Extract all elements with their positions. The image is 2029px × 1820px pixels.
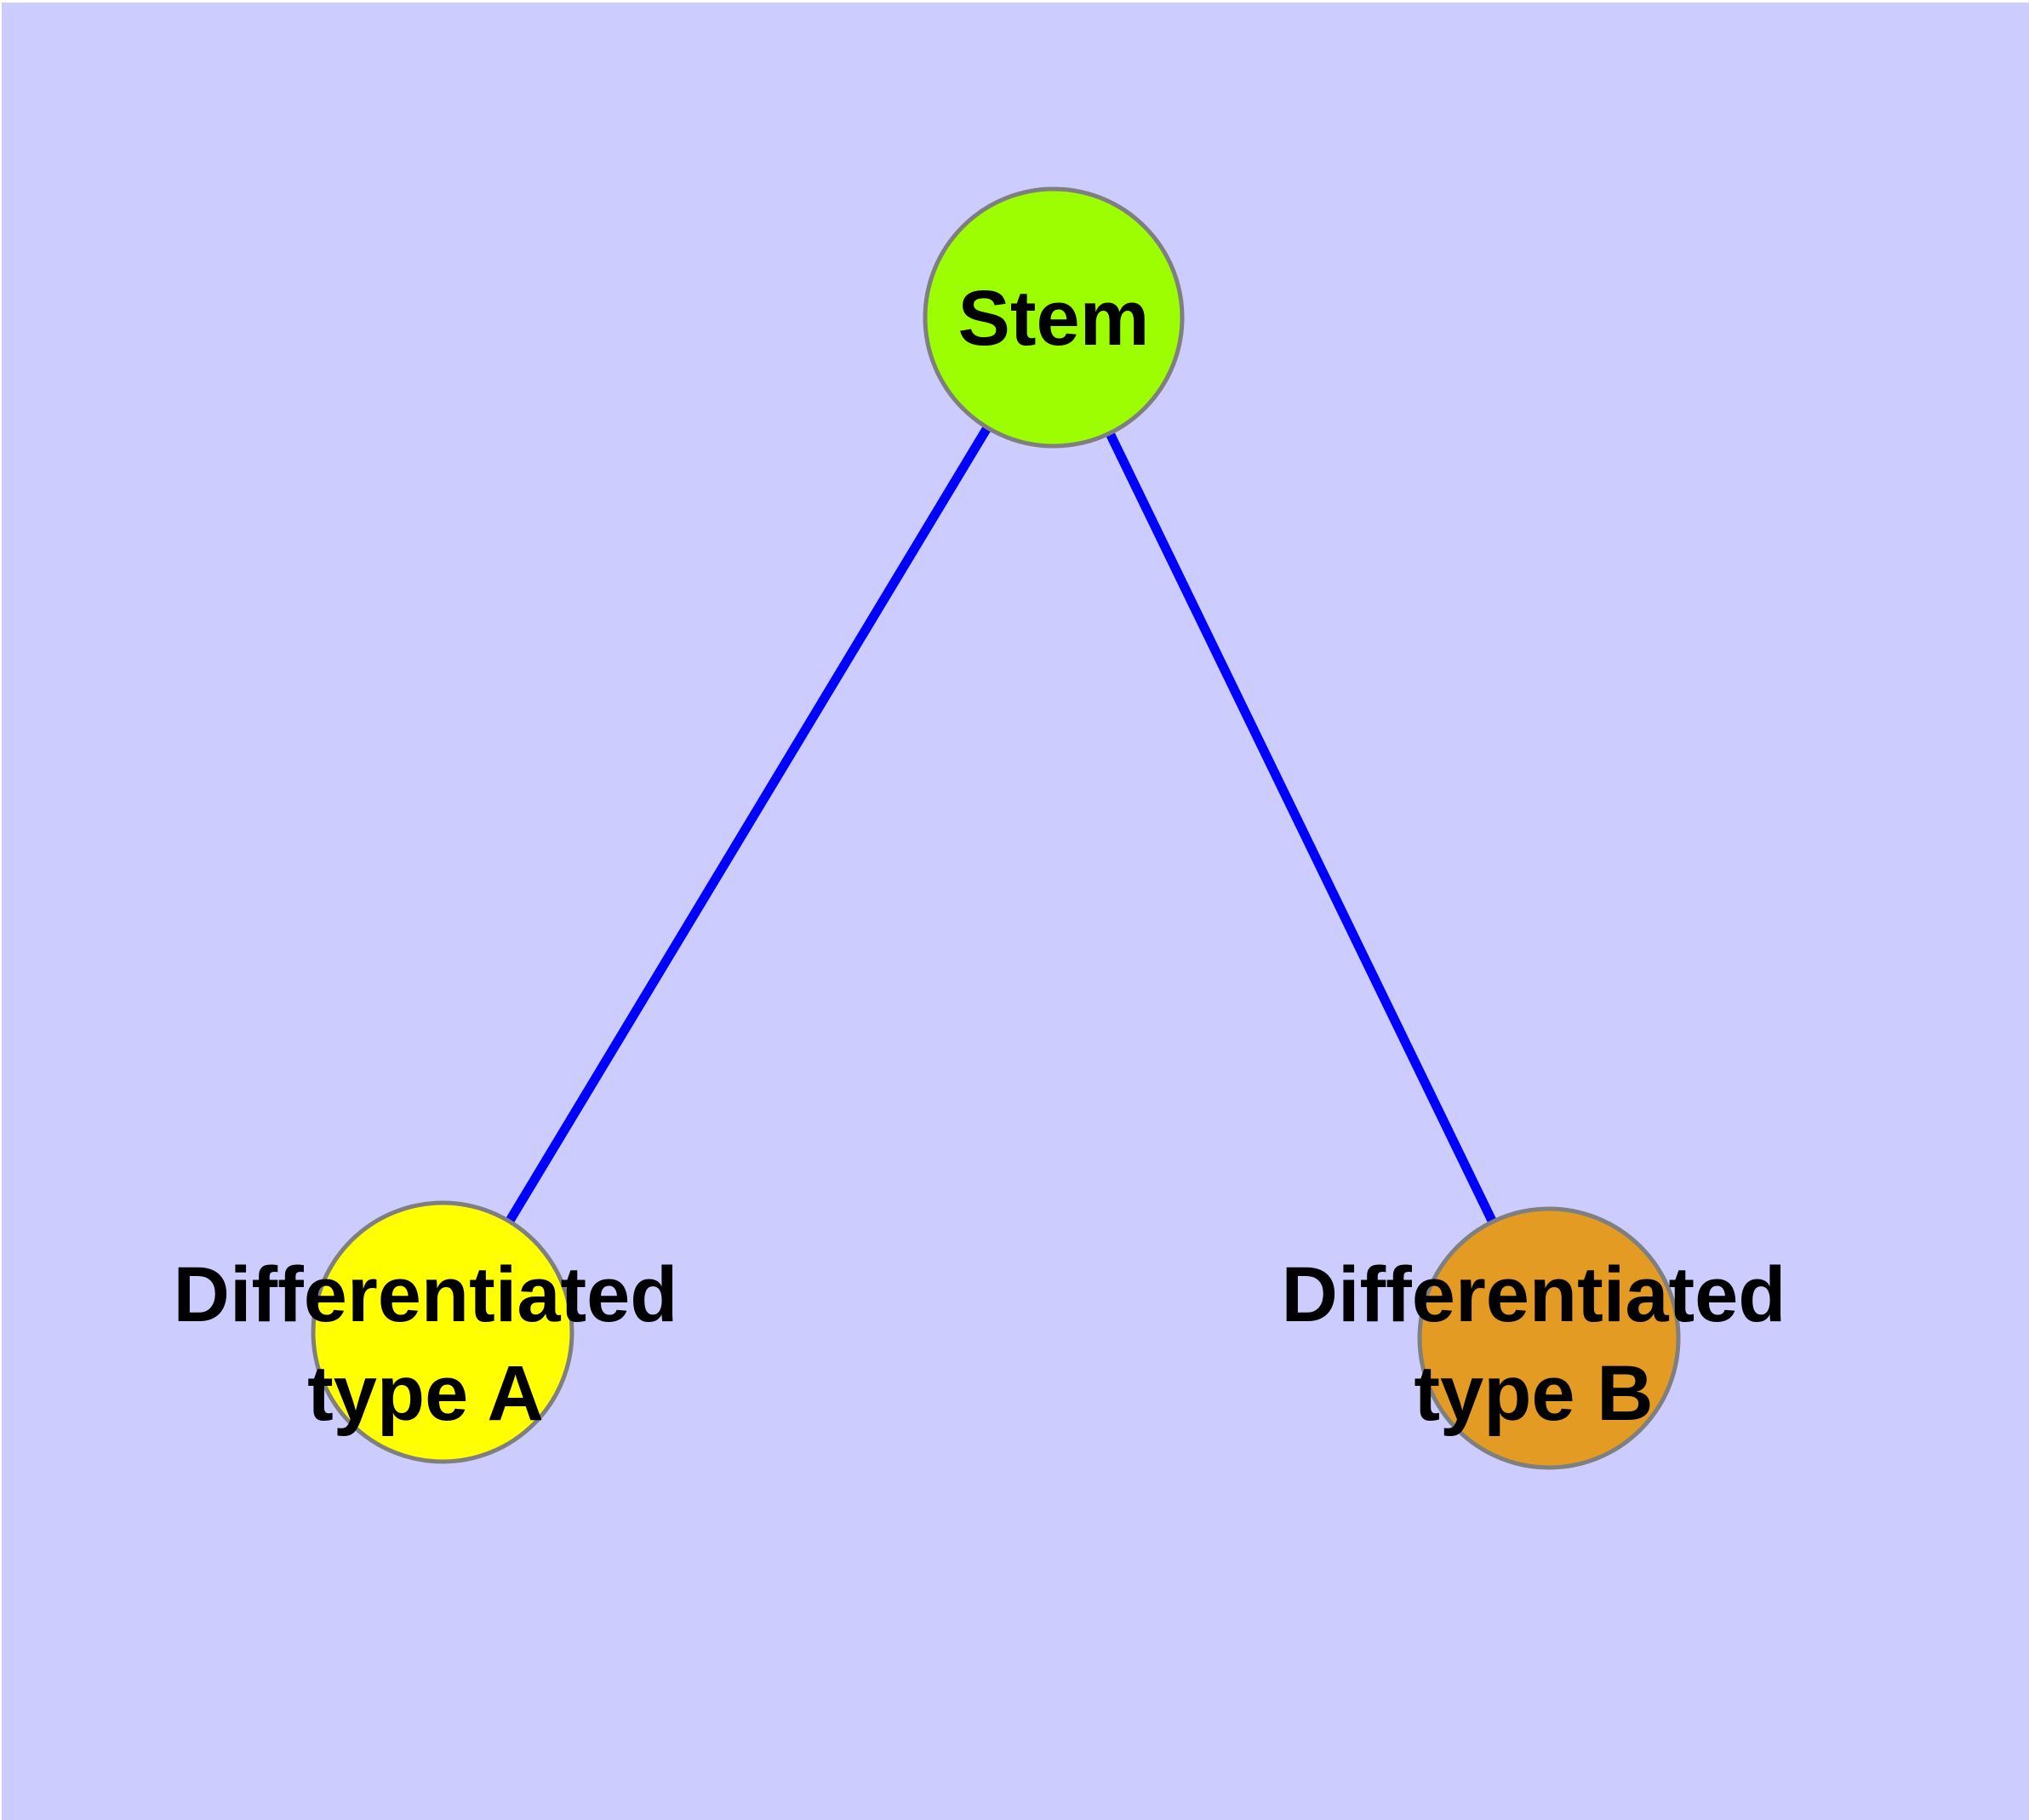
edge-stem-to-type-b [1049, 315, 1553, 1341]
node-type-b-label-line2: type B [1414, 1350, 1653, 1437]
node-differentiated-type-b [1417, 1206, 1681, 1470]
node-stem-label: Stem [958, 275, 1150, 362]
node-stem [923, 186, 1185, 449]
node-differentiated-type-a [311, 1200, 574, 1464]
node-type-a-label-line1: Differentiated [174, 1251, 678, 1338]
node-type-a-label-line2: type A [307, 1350, 544, 1437]
node-type-b-label-line1: Differentiated [1282, 1251, 1786, 1338]
edge-stem-to-type-a [438, 315, 1058, 1335]
